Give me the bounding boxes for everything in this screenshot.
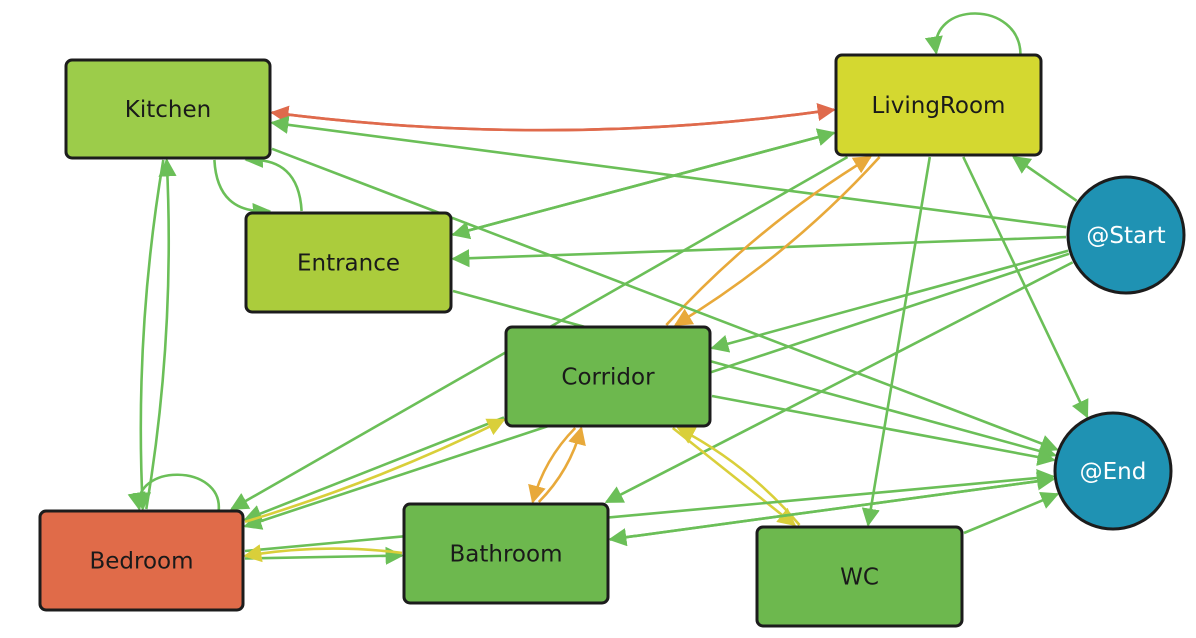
node-entrance-box [244,211,453,314]
node-corridor[interactable]: Corridor [504,325,712,428]
edge-livingroom-to-end [962,156,1089,419]
node-end-circle [1053,411,1173,531]
node-livingroom-box [834,53,1043,157]
edge-start-to-kitchen [270,115,1067,229]
edge-bedroom-to-kitchen [145,158,177,510]
edge-livingroom-to-livingroom [924,12,1022,56]
edge-corridor-to-bathroom [528,427,577,504]
edge-livingroom-to-wc [861,156,932,527]
edge-livingroom-to-corridor [673,156,881,327]
node-livingroom[interactable]: LivingRoom [834,53,1043,157]
node-livingroom-label: LivingRoom [872,93,1006,119]
edge-corridor-to-end [711,394,1056,466]
node-start-label: @Start [1086,223,1165,249]
edge-wc-to-end [963,491,1060,535]
node-layer: Kitchen Entrance LivingRoom Corridor Bed… [38,53,1186,628]
edge-livingroom-to-entrance [451,131,835,240]
edge-kitchen-to-entrance [213,159,272,222]
node-bedroom-label: Bedroom [89,549,193,575]
node-entrance-label: Entrance [297,251,400,277]
edge-corridor-to-bedroom [243,416,505,523]
node-wc[interactable]: WC [755,525,964,628]
node-kitchen-box [64,58,272,160]
node-kitchen[interactable]: Kitchen [64,58,272,160]
node-bathroom-label: Bathroom [450,542,563,568]
edge-entrance-to-end [452,289,1057,460]
edge-kitchen-to-end [271,147,1059,453]
node-bathroom-box [402,502,610,605]
edge-entrance-to-kitchen [244,149,303,212]
node-bathroom[interactable]: Bathroom [402,502,610,605]
edge-kitchen-to-livingroom [271,102,836,132]
node-end-label: @End [1080,459,1147,485]
node-kitchen-label: Kitchen [125,97,211,123]
node-corridor-box [504,325,712,428]
edge-bathroom-to-corridor [537,426,586,503]
node-wc-box [755,525,964,628]
node-corridor-label: Corridor [561,365,655,391]
edge-bathroom-to-bedroom [243,544,403,563]
node-bedroom[interactable]: Bedroom [38,509,245,612]
edge-bedroom-to-bathroom [244,546,404,565]
node-entrance[interactable]: Entrance [244,211,453,314]
edge-corridor-to-livingroom [665,155,872,326]
edge-bedroom-to-corridor [244,418,506,524]
edge-kitchen-to-bedroom [132,159,165,511]
node-start-circle [1066,175,1186,295]
node-end[interactable]: @End [1053,411,1173,531]
edge-start-to-livingroom [1012,155,1078,202]
edge-wc-to-corridor [676,426,801,526]
edge-bedroom-to-end [244,468,1056,553]
edge-start-to-bathroom [604,261,1074,504]
node-wc-label: WC [840,565,879,591]
node-start[interactable]: @Start [1066,175,1186,295]
edge-end-to-bathroom [608,477,1054,547]
edge-start-to-entrance [451,235,1067,268]
node-bedroom-box [38,509,245,612]
